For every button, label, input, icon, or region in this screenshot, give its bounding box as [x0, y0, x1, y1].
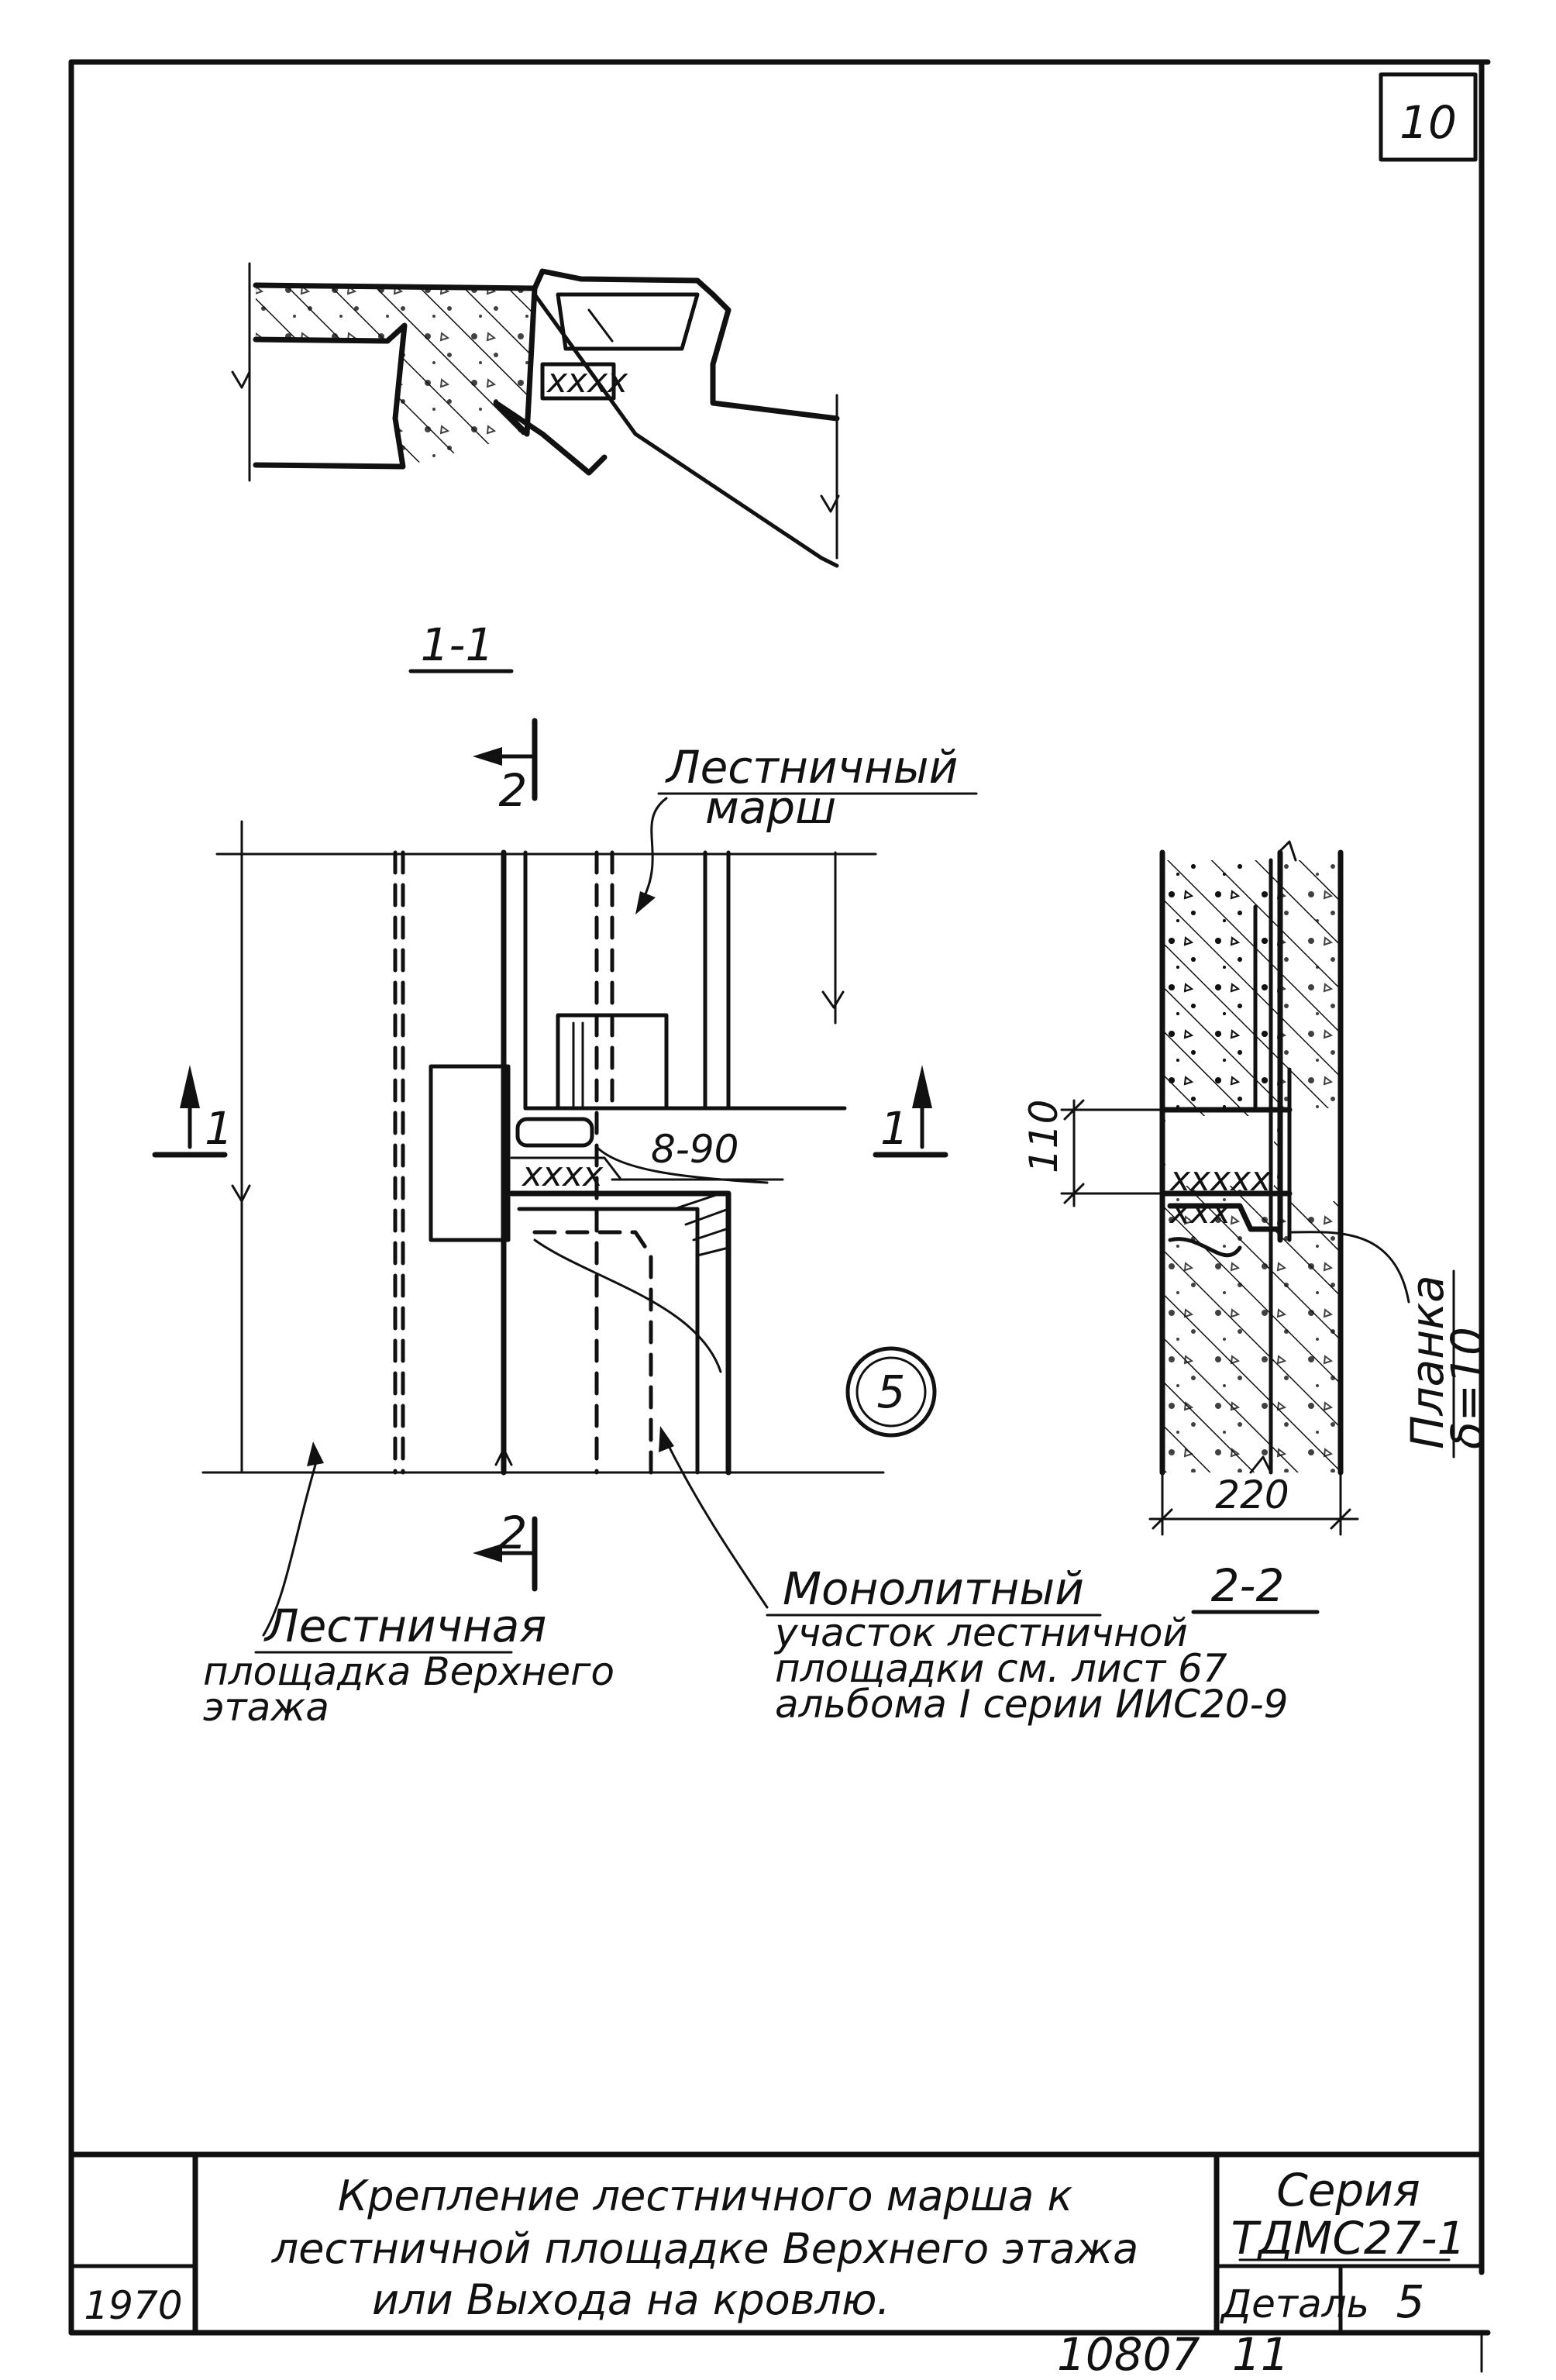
svg-text:xxxx: xxxx	[521, 1155, 604, 1194]
cut-mark-1-left: 1	[152, 1065, 233, 1158]
svg-text:xxx: xxx	[1169, 1192, 1231, 1231]
dimension-220: 220	[1148, 1471, 1359, 1536]
archive-number: 10807 11	[1057, 2328, 1289, 2380]
section-1-1-drawing: xxxx	[231, 262, 840, 568]
callout-stair-flight: Лестничный марш	[635, 741, 978, 914]
cut-label-2-top: 2	[499, 764, 528, 817]
year: 1970	[84, 2283, 182, 2328]
svg-text:Планка: Планка	[1401, 1275, 1454, 1449]
title-line-3: или Выхода на кровлю.	[372, 2275, 890, 2324]
detail-marker: 5	[845, 1346, 937, 1438]
svg-text:xxxx: xxxx	[546, 361, 628, 401]
cut-label-2-bottom: 2	[499, 1507, 528, 1559]
dimension-110: 110	[1021, 1099, 1164, 1207]
plan-view-drawing: xxxx	[201, 820, 885, 1476]
sheet-number: 10	[1399, 96, 1457, 149]
cut-mark-2-top: 2	[473, 718, 538, 817]
svg-text:альбома I серии ИИС20-9: альбома I серии ИИС20-9	[775, 1682, 1288, 1727]
weld-note-text: 8-90	[651, 1127, 738, 1172]
section-2-2-plate-label: Планка δ=10	[1401, 1269, 1494, 1459]
archive-sheet-text: 11	[1232, 2328, 1289, 2380]
series-value: ТДМС27-1	[1231, 2212, 1466, 2265]
title-line-1: Крепление лестничного марша к	[338, 2172, 1073, 2220]
detail-label: Деталь	[1220, 2282, 1369, 2327]
dimension-110-value: 110	[1021, 1100, 1066, 1173]
svg-text:xxxxx: xxxxx	[1169, 1159, 1272, 1199]
detail-value: 5	[1396, 2275, 1425, 2328]
section-1-1-label: 1-1	[408, 618, 514, 673]
svg-text:этажа: этажа	[203, 1685, 329, 1730]
svg-text:марш: марш	[705, 781, 836, 834]
section-2-2-label: 2-2	[1191, 1559, 1320, 1614]
section-1-1-title: 1-1	[421, 618, 494, 671]
svg-text:Лестничная: Лестничная	[263, 1600, 546, 1652]
callout-monolithic: Монолитный участок лестничной площадки с…	[659, 1426, 1288, 1727]
svg-text:Монолитный: Монолитный	[783, 1562, 1084, 1615]
title-line-2: лестничной площадке Верхнего этажа	[271, 2224, 1138, 2273]
svg-text:δ=10: δ=10	[1441, 1327, 1494, 1449]
cut-label-1-right: 1	[880, 1102, 909, 1155]
dimension-220-value: 220	[1215, 1472, 1289, 1517]
section-2-2-title: 2-2	[1211, 1559, 1285, 1612]
callout-landing: Лестничная площадка Верхнего этажа	[203, 1441, 614, 1730]
sheet-number-box: 10	[1379, 72, 1478, 162]
title-block: Крепление лестничного марша к лестничной…	[68, 2151, 1485, 2336]
svg-text:площадки см. лист 67: площадки см. лист 67	[775, 1646, 1227, 1691]
cut-mark-1-right: 1	[873, 1065, 948, 1158]
section-2-2-drawing: xxxxx xxx	[1159, 840, 1410, 1476]
cut-label-1-left: 1	[205, 1102, 233, 1155]
svg-text:участок лестничной: участок лестничной	[773, 1610, 1188, 1655]
svg-text:Лестничный: Лестничный	[665, 741, 958, 794]
series-label: Серия	[1276, 2164, 1420, 2216]
detail-marker-number: 5	[877, 1366, 906, 1418]
sheet-frame	[68, 59, 1491, 2373]
archive-number-text: 10807	[1057, 2328, 1200, 2380]
cut-mark-2-bottom: 2	[473, 1507, 538, 1592]
weld-note: 8-90	[611, 1127, 784, 1181]
svg-text:площадка Верхнего: площадка Верхнего	[203, 1649, 614, 1694]
